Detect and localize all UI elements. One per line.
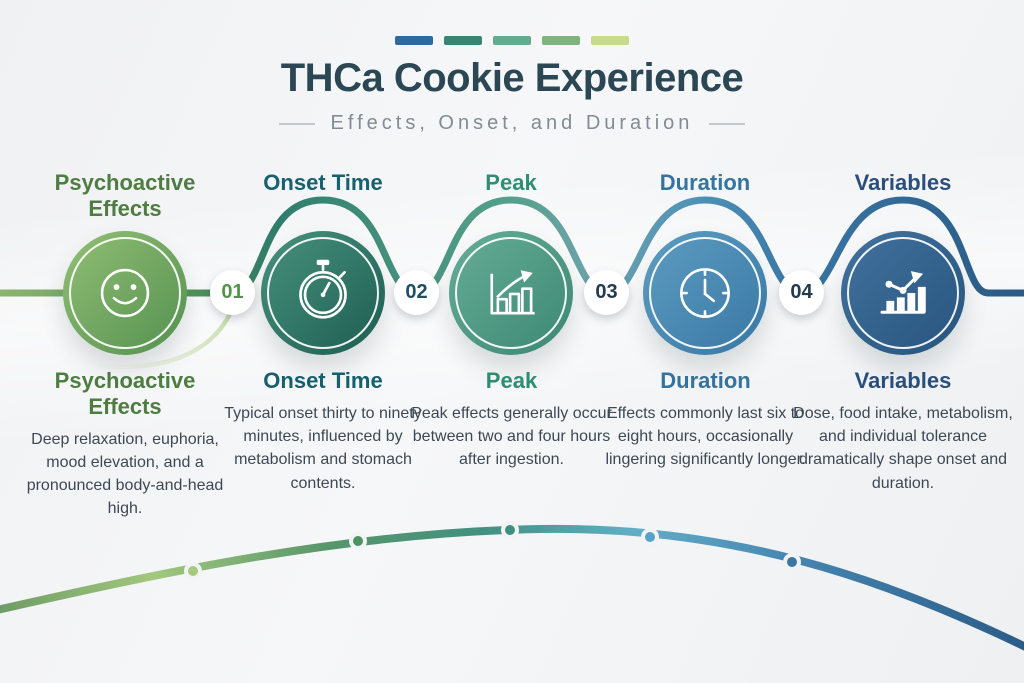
step-description-onset-time: Onset Time Typical onset thirty to ninet… — [223, 368, 423, 495]
step-top-label-onset-time: Onset Time — [263, 170, 383, 195]
subtitle-dash-right — [709, 122, 746, 125]
step-circle-onset-time — [261, 231, 385, 355]
header-dashes — [0, 36, 1024, 45]
step-number-badge-04: 04 — [779, 270, 824, 315]
step-top-label-psychoactive-effects: Psychoactive Effects — [54, 170, 196, 221]
step-heading: Peak — [485, 368, 538, 393]
step-number-badge-01: 01 — [210, 270, 255, 315]
page-title: THCa Cookie Experience — [280, 56, 744, 100]
step-heading: Variables — [854, 368, 952, 393]
step-number-badge-03: 03 — [584, 270, 629, 315]
step-description-duration: Duration Effects commonly last six to ei… — [603, 368, 808, 472]
step-description-psychoactive-effects: Psychoactive Effects Deep relaxation, eu… — [25, 368, 225, 521]
accent-dash — [493, 36, 531, 45]
step-top-label-peak: Peak — [485, 170, 537, 195]
analytics-icon — [880, 271, 926, 314]
step-top-label-variables: Variables — [854, 170, 952, 195]
accent-dash — [395, 36, 433, 45]
step-circle-variables — [841, 231, 965, 355]
accent-dash — [591, 36, 629, 45]
clock-icon — [680, 268, 730, 318]
step-circle-peak — [449, 231, 573, 355]
bottom-wave-dots — [184, 521, 801, 580]
accent-dash — [444, 36, 482, 45]
bottom-wave-path — [0, 524, 1024, 651]
step-number-badge-02: 02 — [394, 270, 439, 315]
step-circle-psychoactive-effects — [63, 231, 187, 355]
step-description-variables: Variables Dose, food intake, metabolism,… — [788, 368, 1018, 495]
step-body: Peak effects generally occur between two… — [411, 404, 612, 469]
step-top-label-duration: Duration — [659, 170, 751, 195]
step-body: Deep relaxation, euphoria, mood elevatio… — [26, 430, 224, 518]
stopwatch-icon — [299, 259, 347, 319]
step-body: Effects commonly last six to eight hours… — [605, 404, 806, 469]
smiley-face-icon — [100, 268, 150, 318]
step-circle-duration — [643, 231, 767, 355]
page-subtitle-row: Effects, Onset, and Duration — [0, 112, 1024, 135]
step-description-peak: Peak Peak effects generally occur betwee… — [404, 368, 619, 472]
accent-dash — [542, 36, 580, 45]
page-subtitle: Effects, Onset, and Duration — [330, 112, 694, 134]
step-body: Typical onset thirty to ninety minutes, … — [224, 404, 422, 492]
bar-chart-growth-icon — [490, 270, 535, 315]
step-heading: Onset Time — [263, 368, 383, 393]
step-body: Dose, food intake, metabolism, and indiv… — [793, 404, 1013, 492]
step-heading: Psychoactive Effects — [54, 368, 196, 419]
subtitle-dash-left — [278, 122, 315, 125]
step-heading: Duration — [660, 368, 751, 393]
